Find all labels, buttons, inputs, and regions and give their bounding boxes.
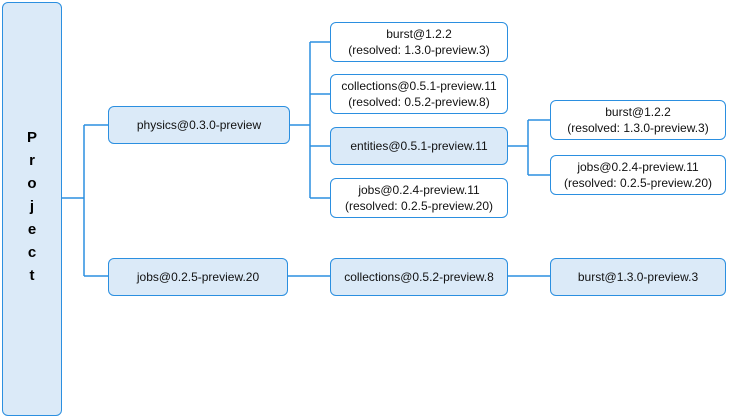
node-resolved-label: (resolved: 1.3.0-preview.3) xyxy=(567,121,709,135)
jobs-node-physics: jobs@0.2.4-preview.11 (resolved: 0.2.5-p… xyxy=(330,178,508,218)
node-label: collections@0.5.2-preview.8 xyxy=(344,270,494,284)
node-resolved-label: (resolved: 0.5.2-preview.8) xyxy=(348,95,490,109)
node-label: burst@1.3.0-preview.3 xyxy=(577,270,699,284)
node-label: jobs@0.2.4-preview.11 xyxy=(358,183,480,197)
node-resolved-label: (resolved: 0.2.5-preview.20) xyxy=(563,176,713,190)
node-label: jobs@0.2.5-preview.20 xyxy=(136,270,260,284)
burst-node-collections: burst@1.3.0-preview.3 xyxy=(550,258,726,296)
burst-node-entities: burst@1.2.2 (resolved: 1.3.0-preview.3) xyxy=(550,100,726,140)
burst-node-physics: burst@1.2.2 (resolved: 1.3.0-preview.3) xyxy=(330,22,508,62)
node-resolved-label: (resolved: 1.3.0-preview.3) xyxy=(348,43,490,57)
node-label: burst@1.2.2 xyxy=(386,27,452,41)
jobs-node-entities: jobs@0.2.4-preview.11 (resolved: 0.2.5-p… xyxy=(550,155,726,195)
node-label: collections@0.5.1-preview.11 xyxy=(341,79,497,93)
node-label: burst@1.2.2 xyxy=(605,105,671,119)
node-label: entities@0.5.1-preview.11 xyxy=(350,139,488,153)
jobs-root-node: jobs@0.2.5-preview.20 xyxy=(108,258,288,296)
collections-node-jobs: collections@0.5.2-preview.8 xyxy=(330,258,508,296)
node-resolved-label: (resolved: 0.2.5-preview.20) xyxy=(344,199,494,213)
collections-node-physics: collections@0.5.1-preview.11 (resolved: … xyxy=(330,74,508,114)
node-label: jobs@0.2.4-preview.11 xyxy=(577,160,699,174)
project-root-node: Project xyxy=(2,2,62,416)
entities-node: entities@0.5.1-preview.11 xyxy=(330,127,508,165)
physics-node: physics@0.3.0-preview xyxy=(108,106,290,144)
node-label: physics@0.3.0-preview xyxy=(136,118,262,132)
project-label: Project xyxy=(23,128,41,290)
